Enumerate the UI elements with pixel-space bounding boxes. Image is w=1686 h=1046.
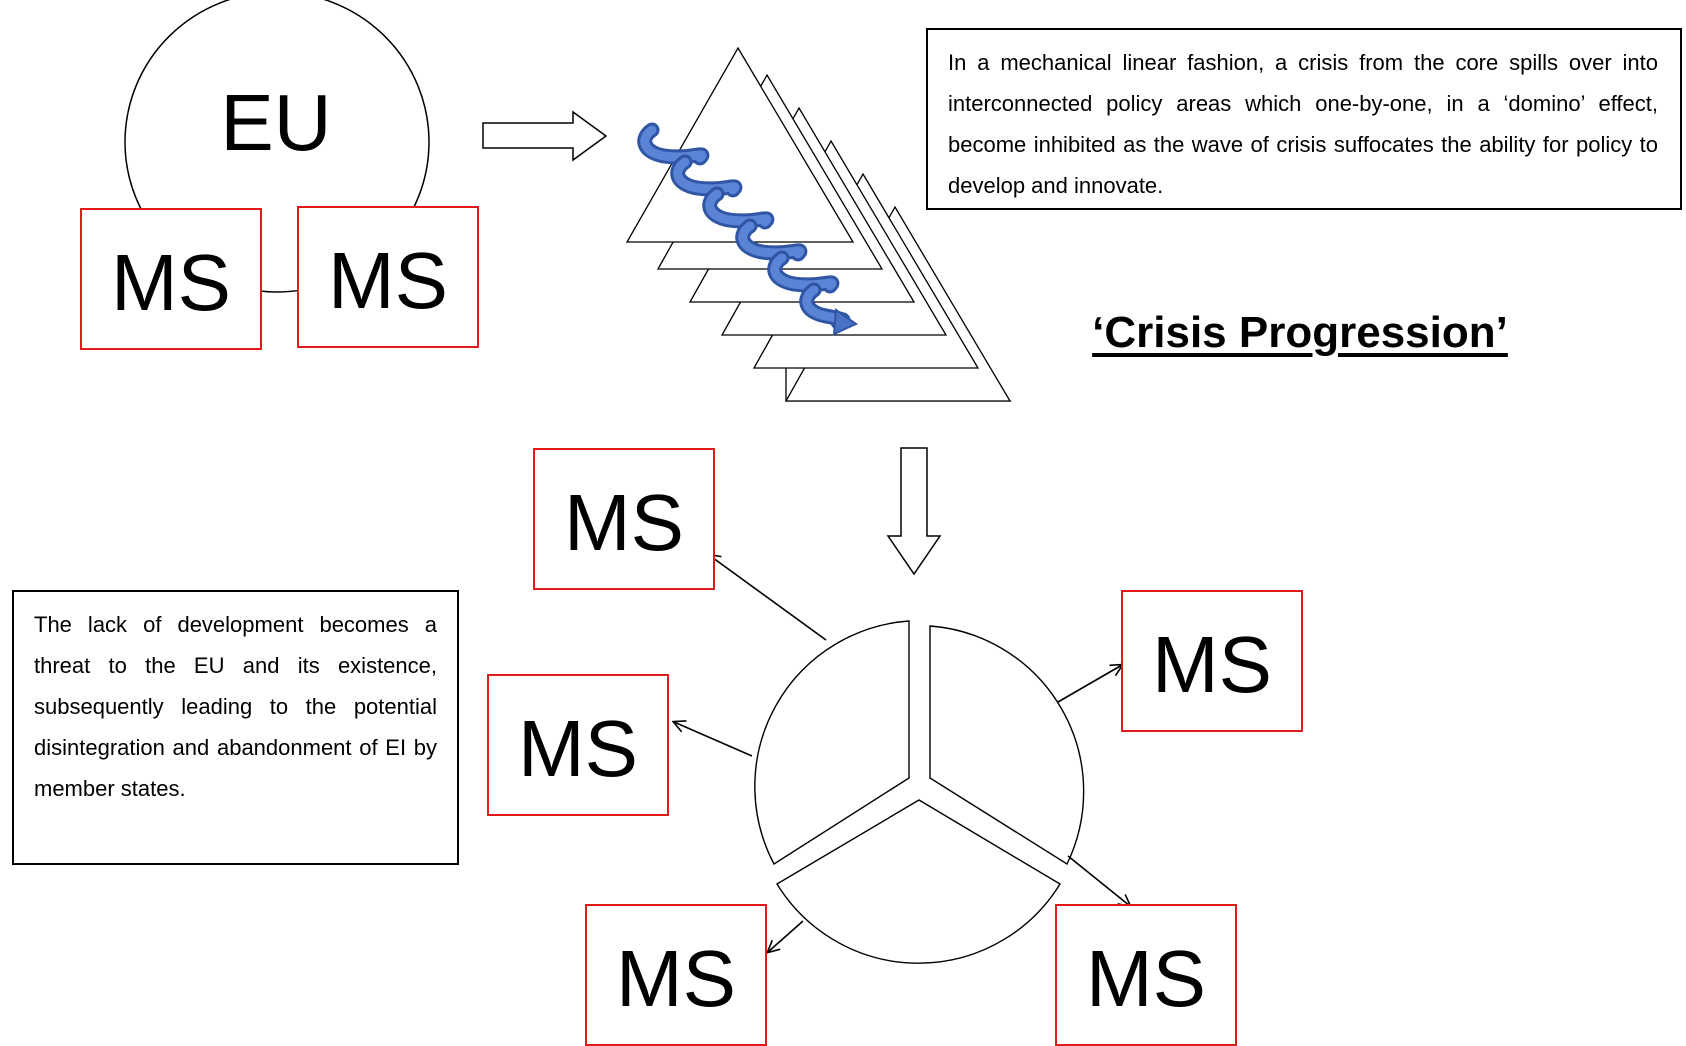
- member-state-box-top-left: MS: [533, 448, 715, 590]
- arrow-to-ms-mid-left: [674, 722, 753, 757]
- member-state-box-top-right: MS: [1121, 590, 1303, 732]
- member-state-box-bottom-left: MS: [585, 904, 767, 1046]
- arrow-to-ms-top-left: [709, 555, 827, 641]
- crisis-spiral: [637, 122, 859, 336]
- fracture-piece-left: [754, 620, 910, 865]
- member-state-box-mid-left: MS: [487, 674, 669, 816]
- policy-triangle-stack: [625, 46, 1012, 402]
- member-state-box-eu-right: MS: [297, 206, 479, 348]
- member-state-box-bottom-right: MS: [1055, 904, 1237, 1046]
- down-hollow-arrow: [886, 447, 942, 576]
- crisis-progression-heading: ‘Crisis Progression’: [1092, 308, 1508, 357]
- fracture-piece-right: [929, 625, 1085, 866]
- fracture-piece-bottom: [776, 799, 1061, 964]
- disintegration-arrows: [674, 555, 1130, 952]
- member-state-box-eu-left: MS: [80, 208, 262, 350]
- right-hollow-arrow: [482, 110, 608, 162]
- fractured-eu-circle: [754, 620, 1085, 964]
- crisis-description-top: In a mechanical linear fashion, a crisis…: [926, 28, 1682, 210]
- disintegration-description-left: The lack of development becomes a threat…: [12, 590, 459, 865]
- arrow-to-ms-bottom-right: [1067, 855, 1130, 906]
- eu-label: EU: [220, 78, 332, 167]
- arrow-to-ms-bottom-left: [768, 920, 804, 952]
- arrow-to-ms-top-right: [1057, 665, 1122, 703]
